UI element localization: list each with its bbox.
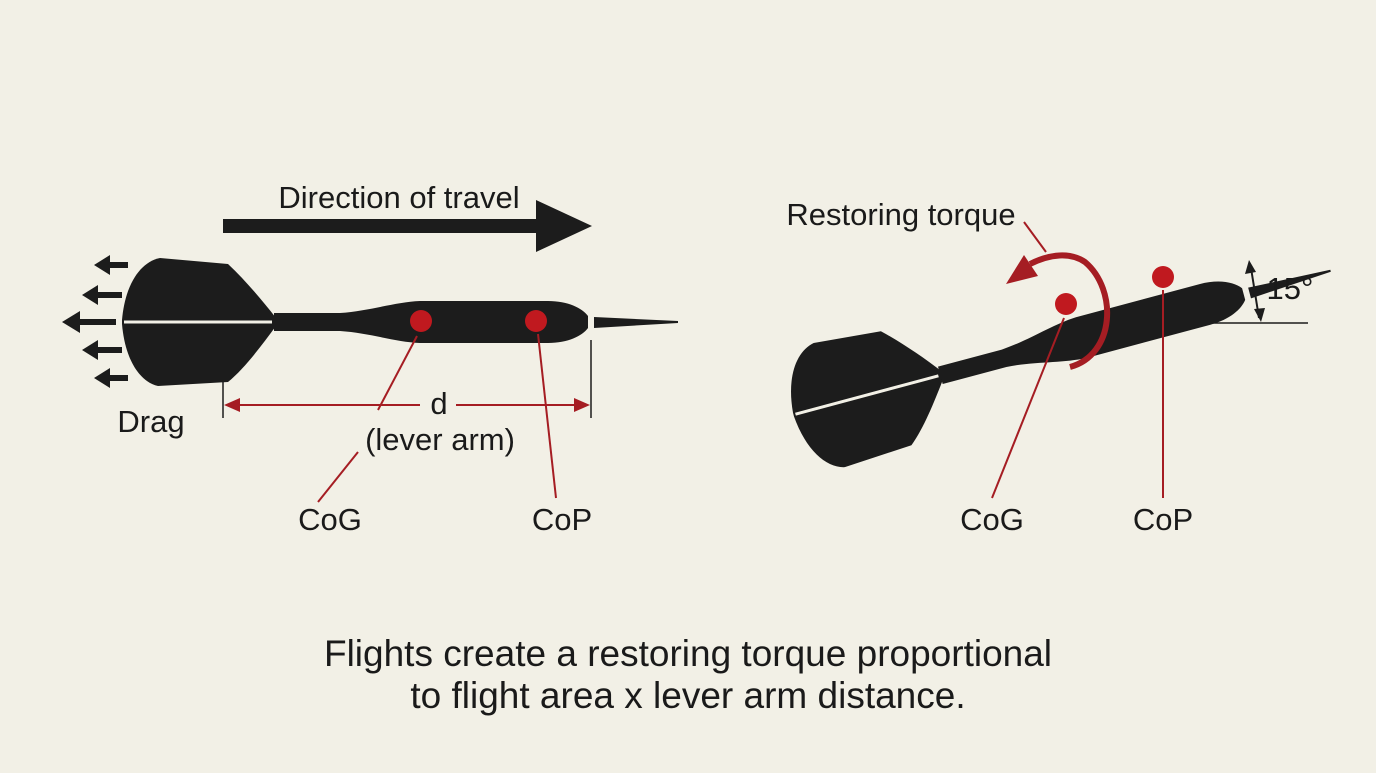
drag-label: Drag: [117, 404, 184, 439]
direction-of-travel-label: Direction of travel: [278, 180, 519, 215]
restoring-torque-arrow: [1028, 252, 1111, 370]
lever-arm-dimension: [222, 340, 592, 418]
right-cog-leader: [991, 317, 1065, 499]
angle-indicator: [1245, 260, 1265, 322]
angle-label: 15°: [1267, 271, 1314, 306]
left-cog-leader: [377, 335, 418, 411]
drag-arrows: [62, 255, 128, 388]
caption-line-1: Flights create a restoring torque propor…: [323, 633, 1053, 674]
distance-d-label: d: [430, 386, 447, 421]
right-cog-marker: [1055, 293, 1077, 315]
caption-line-2: to flight area x lever arm distance.: [410, 675, 966, 716]
right-dart-shaft: [938, 281, 1246, 385]
right-cog-label: CoG: [960, 502, 1024, 537]
restoring-torque-label: Restoring torque: [786, 197, 1015, 232]
caption: Flights create a restoring torque propor…: [0, 633, 1376, 717]
direction-arrow: [223, 200, 592, 252]
left-cop-leader: [537, 333, 557, 499]
left-cop-marker: [525, 310, 547, 332]
left-cop-label: CoP: [532, 502, 592, 537]
cog-label-leader: [317, 451, 359, 503]
right-cop-label: CoP: [1133, 502, 1193, 537]
left-diagram: Direction of travel Drag: [62, 180, 678, 537]
right-cop-marker: [1152, 266, 1174, 288]
left-cog-marker: [410, 310, 432, 332]
right-dart-point: [1248, 269, 1331, 299]
left-cog-label: CoG: [298, 502, 362, 537]
right-dart: [791, 269, 1331, 468]
right-diagram: Restoring torque 15° CoG CoP: [786, 197, 1331, 537]
left-dart-point: [594, 317, 678, 328]
torque-label-leader: [1023, 221, 1047, 253]
right-dart-flight: [791, 331, 944, 468]
lever-arm-label: (lever arm): [365, 422, 515, 457]
